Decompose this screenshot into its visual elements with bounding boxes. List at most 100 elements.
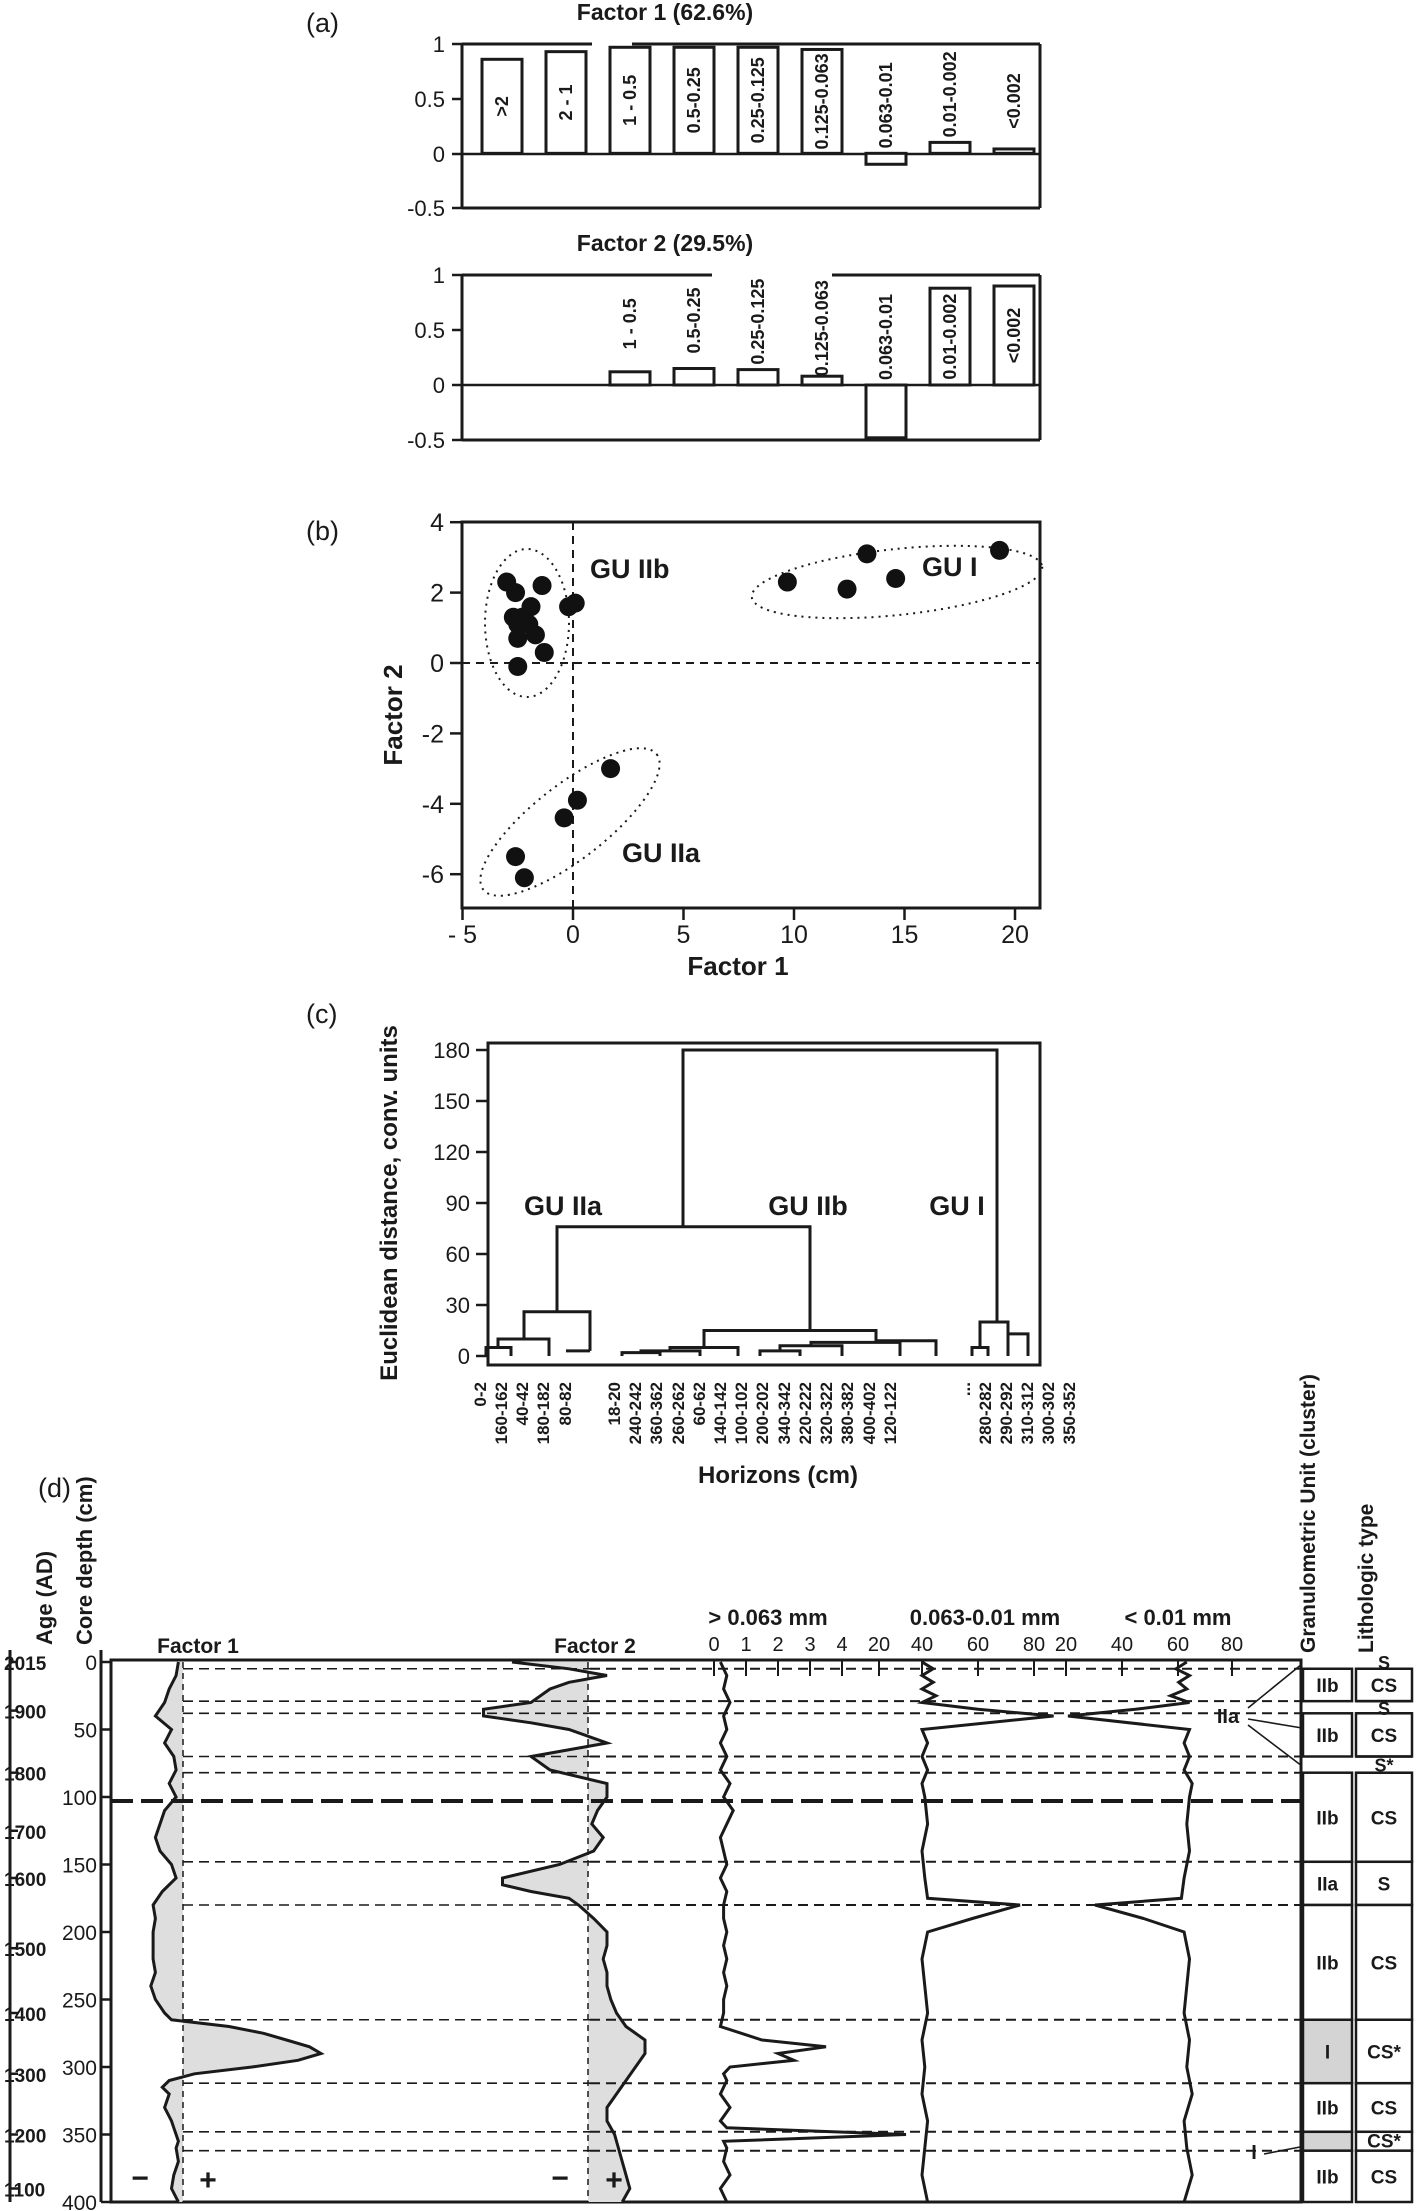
factor2-minus-sign: − xyxy=(551,2162,569,2195)
bar-label: 0.5-0.25 xyxy=(684,287,704,353)
dendrogram-link xyxy=(702,1329,878,1348)
bar xyxy=(608,45,652,155)
scatter-point xyxy=(521,597,541,617)
factor1-ytick: -0.5 xyxy=(407,196,445,221)
leaf-label: 310-312 xyxy=(1018,1382,1037,1444)
callout-iia-arrow-mid xyxy=(1247,1718,1303,1729)
y-tick-label: 0 xyxy=(430,650,444,678)
cluster-label-gu-iib: GU IIb xyxy=(768,1191,848,1221)
factor1-ytick: 0.5 xyxy=(414,87,445,112)
y-tick-label: -6 xyxy=(422,861,444,889)
bar xyxy=(608,370,652,387)
dendrogram-link xyxy=(1008,1332,1030,1356)
gu-label: IIb xyxy=(1316,1726,1338,1747)
bar-label: 0.25-0.125 xyxy=(748,279,768,365)
lith-cell xyxy=(1354,1860,1414,1907)
age-tick-label: 1200 xyxy=(4,2127,46,2148)
gu-label: IIa xyxy=(1317,1874,1339,1895)
sand-line xyxy=(718,1661,907,2203)
cluster-label-gu-iia: GU IIa xyxy=(524,1191,603,1221)
factor1-ytick: 0 xyxy=(433,142,445,167)
panel-d-label: (d) xyxy=(38,1473,71,1503)
ellipse-gu-iib xyxy=(484,548,570,698)
scatter-point xyxy=(886,569,906,589)
percent-tick-label: 40 xyxy=(1111,1634,1133,1656)
lith-thin-label: S xyxy=(1378,1653,1390,1673)
bar-label: 2 - 1 xyxy=(556,84,576,120)
leaf-label: 350-352 xyxy=(1060,1382,1079,1444)
bar xyxy=(736,368,780,387)
ellipse-gu-i xyxy=(750,544,1044,620)
lith-label: CS* xyxy=(1367,2042,1401,2063)
percent-tick-label: 80 xyxy=(1221,1634,1243,1656)
scatter-xlabel: Factor 1 xyxy=(687,951,788,981)
leaf-label: 240-242 xyxy=(626,1382,645,1444)
depth-tick-label: 0 xyxy=(85,1652,97,1675)
panel-d: (d) Age (AD) Core depth (cm) 05010015020… xyxy=(4,1374,1414,2211)
bar-label: >2 xyxy=(492,96,512,117)
gu-cell xyxy=(1301,1712,1354,1758)
depth-tick-label: 250 xyxy=(62,1990,97,2013)
x-tick-label: 5 xyxy=(677,921,691,949)
age-tick-label: 1700 xyxy=(4,1823,46,1844)
age-tick-label: 1900 xyxy=(4,1703,46,1724)
leaf-label: 80-82 xyxy=(556,1382,575,1425)
age-tick-label: 1800 xyxy=(4,1765,46,1786)
y-tick-label: 120 xyxy=(433,1140,470,1165)
dendrogram-ylabel: Euclidean distance, conv. units xyxy=(376,1025,403,1381)
dendrogram-link xyxy=(758,1349,802,1356)
scatter-point xyxy=(506,847,526,867)
scatter-point xyxy=(514,868,534,888)
panel-a-label: (a) xyxy=(306,8,339,38)
panel-b-label: (b) xyxy=(306,516,339,546)
group-label-gu-iia: GU IIa xyxy=(622,838,701,868)
bar-label: 1 - 0.5 xyxy=(620,298,640,349)
group-label-gu-i: GU I xyxy=(922,552,978,582)
factor1-ytick: 1 xyxy=(433,32,445,57)
x-tick-label: - 5 xyxy=(448,921,477,949)
cluster-ellipses xyxy=(479,544,1044,897)
factor1-area xyxy=(150,1662,321,2202)
dendrogram-link xyxy=(620,1351,662,1356)
dendrogram-link xyxy=(522,1310,592,1351)
leaf-label: 400-402 xyxy=(860,1382,879,1444)
gu-cell xyxy=(1301,1903,1354,2021)
dendrogram-link xyxy=(874,1339,938,1356)
y-tick-label: 180 xyxy=(433,1038,470,1063)
percent-tick-label: 60 xyxy=(1167,1634,1189,1656)
gu-label: IIb xyxy=(1316,1808,1338,1829)
age-tick-label: 1500 xyxy=(4,1940,46,1961)
leaf-label: 60-62 xyxy=(690,1382,709,1425)
bar xyxy=(480,57,524,155)
bar xyxy=(928,140,972,155)
lith-cell xyxy=(1354,2081,1414,2134)
percent-tick-label: 0 xyxy=(708,1634,719,1656)
callout-i: I xyxy=(1251,2142,1257,2164)
bar xyxy=(864,151,908,166)
factor1-plus-sign: + xyxy=(199,2164,217,2197)
scatter-point xyxy=(525,625,545,645)
bar xyxy=(992,284,1036,387)
header-lithologic-type: Lithologic type xyxy=(1355,1504,1378,1653)
percent-tick-label: 20 xyxy=(868,1634,890,1656)
bar-label: 0.01-0.002 xyxy=(940,294,960,380)
bar-label: 0.5-0.25 xyxy=(684,67,704,133)
factor2-plus-sign: + xyxy=(605,2164,623,2197)
leaf-label: ... xyxy=(955,1382,974,1396)
bar xyxy=(864,383,908,440)
leaf-label: 360-362 xyxy=(647,1382,666,1444)
factor1-line xyxy=(149,1661,325,2203)
lith-thin-label: S* xyxy=(1374,1756,1393,1776)
cluster-label-gu-i: GU I xyxy=(929,1191,985,1221)
scatter-point xyxy=(777,572,797,592)
scatter-frame xyxy=(460,520,1042,910)
factor2-ytick: -0.5 xyxy=(407,428,445,453)
percent-tick-label: 2 xyxy=(772,1634,783,1656)
gu-label: I xyxy=(1325,2042,1330,2063)
bar xyxy=(800,374,844,387)
silt-line xyxy=(916,1660,1054,2203)
